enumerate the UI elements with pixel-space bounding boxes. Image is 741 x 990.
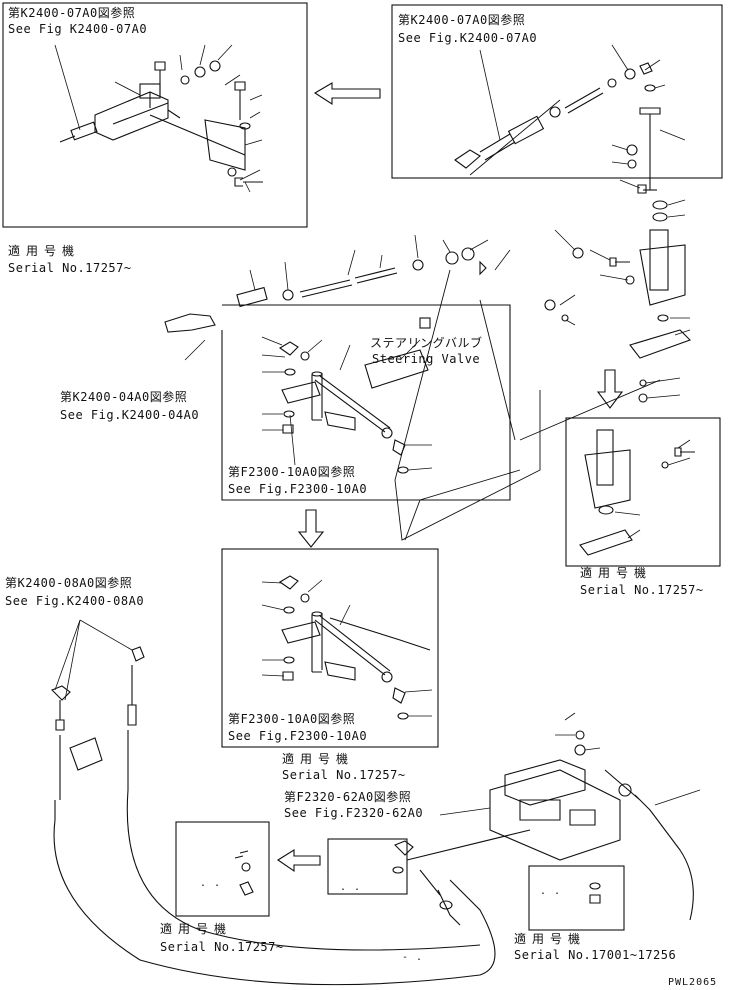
serial-3: Serial No.17257~ bbox=[282, 768, 406, 782]
applicable-jp-5: 適用号機 bbox=[514, 932, 587, 946]
cable-end-bottom bbox=[234, 829, 601, 926]
ref-f2320-62a0-jp: 第F2320-62A0図参照 bbox=[284, 790, 412, 804]
steering-valve-en: Steering Valve bbox=[372, 352, 481, 366]
applicable-jp-1: 適用号機 bbox=[8, 244, 81, 258]
dots-3: . . bbox=[540, 886, 562, 897]
dots-1: . . bbox=[200, 878, 222, 889]
connector-lines bbox=[394, 99, 661, 541]
arrow-down-center bbox=[297, 509, 325, 548]
ref-k2400-08a0-jp: 第K2400-08A0図参照 bbox=[5, 576, 133, 590]
rod-assembly-top bbox=[454, 62, 668, 222]
ref-k2400-08a0-en: See Fig.K2400-08A0 bbox=[5, 594, 145, 608]
frame-top-left bbox=[2, 2, 308, 228]
frame-top-right bbox=[391, 4, 723, 179]
ref-k2400-07a0-en-b: See Fig.K2400-07A0 bbox=[398, 31, 538, 45]
frame-bottom-mid bbox=[327, 838, 408, 895]
ref-k2400-04a0-jp: 第K2400-04A0図参照 bbox=[60, 390, 188, 404]
actuator-assembly bbox=[59, 60, 263, 187]
ref-k2400-07a0-jp-b: 第K2400-07A0図参照 bbox=[398, 13, 526, 27]
bracket-variant bbox=[579, 429, 695, 556]
serial-4: Serial No.17257~ bbox=[160, 940, 284, 954]
ref-k2400-04a0-en: See Fig.K2400-04A0 bbox=[60, 408, 200, 422]
leader-lines bbox=[54, 44, 701, 816]
applicable-jp-3: 適用号機 bbox=[282, 752, 355, 766]
frame-center-bottom bbox=[221, 548, 439, 748]
ref-k2400-07a0-en-a: See Fig K2400-07A0 bbox=[8, 22, 148, 36]
drawing-code: PWL2065 bbox=[668, 977, 718, 988]
ref-f2320-62a0-en: See Fig.F2320-62A0 bbox=[284, 806, 424, 820]
cable-assembly-left bbox=[51, 646, 496, 986]
ref-k2400-07a0-jp-a: 第K2400-07A0図参照 bbox=[8, 6, 136, 20]
dots-2: . . bbox=[340, 882, 362, 893]
frame-bottom-right bbox=[528, 865, 625, 931]
arrow-left-top bbox=[313, 82, 381, 106]
applicable-jp-4: 適用号機 bbox=[160, 922, 233, 936]
frame-bottom-left bbox=[175, 821, 270, 917]
dots-4: - . bbox=[402, 952, 424, 963]
control-valve-box bbox=[489, 730, 694, 921]
ref-f2300-10a0-en-b: See Fig.F2300-10A0 bbox=[228, 729, 368, 743]
applicable-jp-2: 適用号機 bbox=[580, 566, 653, 580]
arrow-down-right bbox=[596, 369, 624, 409]
ref-f2300-10a0-jp-a: 第F2300-10A0図参照 bbox=[228, 465, 356, 479]
lever-assembly-b bbox=[278, 575, 431, 720]
bracket-right bbox=[544, 229, 692, 403]
serial-2: Serial No.17257~ bbox=[580, 583, 704, 597]
long-rod-row bbox=[164, 247, 487, 333]
steering-valve-jp: ステアリングバルブ bbox=[370, 336, 483, 350]
frame-center-top bbox=[221, 304, 511, 501]
arrow-left-bottom bbox=[276, 849, 321, 873]
ref-f2300-10a0-jp-b: 第F2300-10A0図参照 bbox=[228, 712, 356, 726]
ref-f2300-10a0-en-a: See Fig.F2300-10A0 bbox=[228, 482, 368, 496]
serial-1: Serial No.17257~ bbox=[8, 261, 132, 275]
serial-5: Serial No.17001~17256 bbox=[514, 948, 677, 962]
frame-right-mid bbox=[565, 417, 721, 567]
